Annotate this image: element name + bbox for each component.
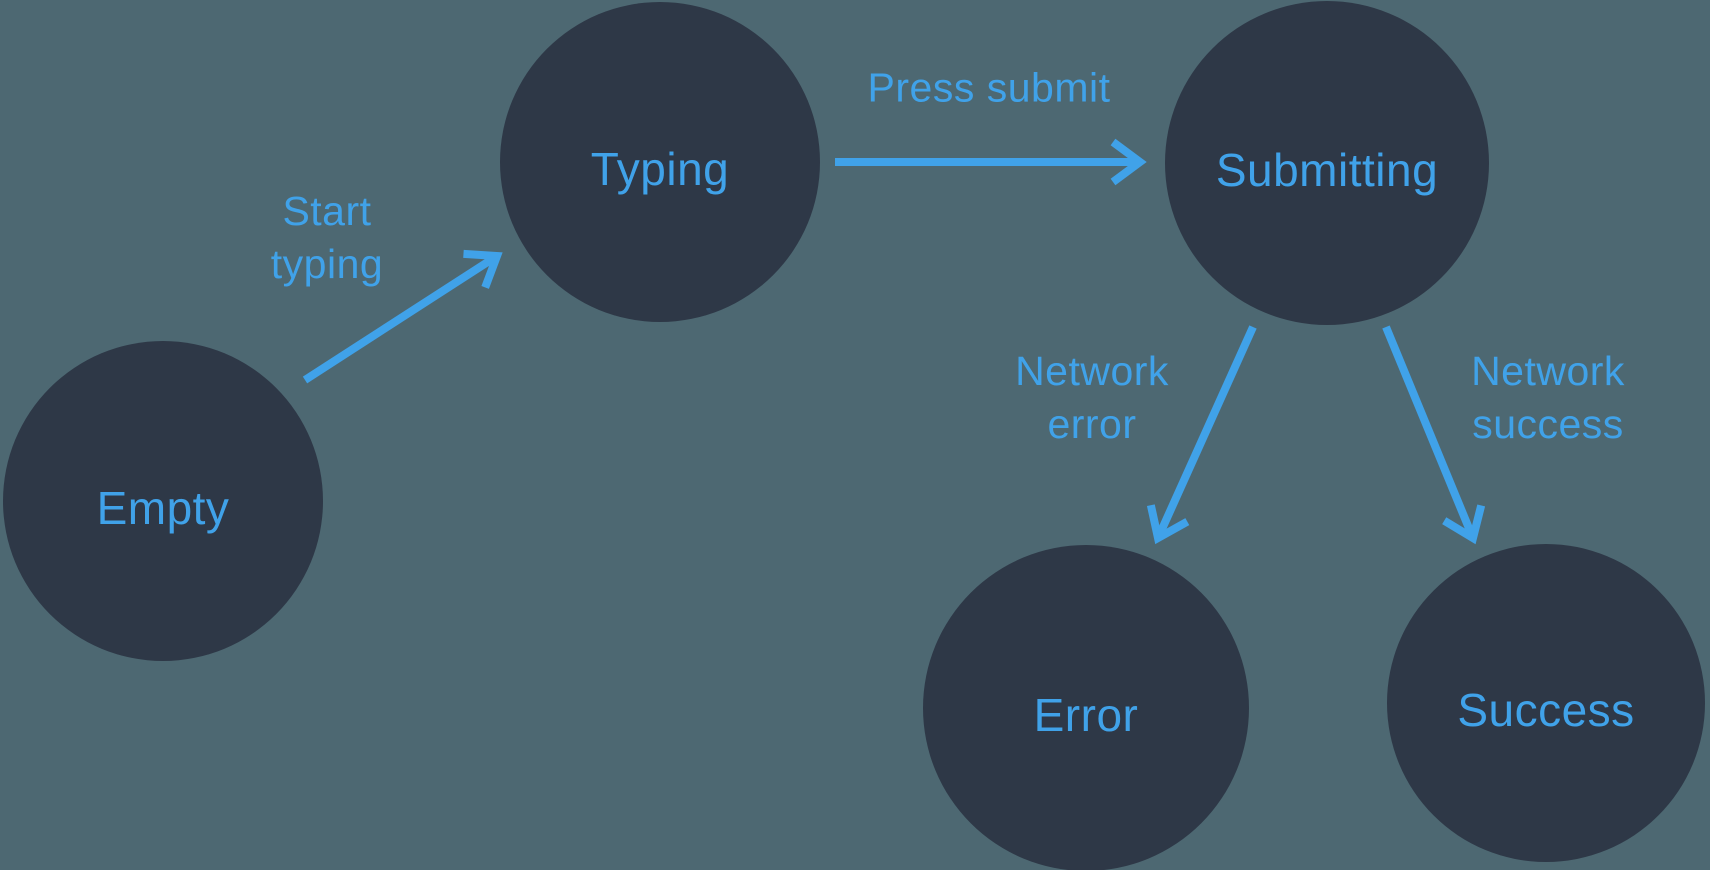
transition-label-network-error: Network error (1015, 345, 1169, 451)
arrowhead-icon (1146, 504, 1190, 545)
transition-arrow-start-typing (302, 252, 500, 384)
state-node-label: Empty (96, 482, 230, 534)
transition-label-network-success: Network success (1471, 345, 1625, 451)
transition-arrow-network-success (1382, 325, 1477, 540)
transition-label-line: Network (1471, 348, 1625, 394)
state-node-label: Error (1033, 689, 1139, 741)
state-node-label: Typing (590, 143, 730, 195)
transition-label-press-submit: Press submit (868, 62, 1111, 115)
transition-label-line: Network (1015, 348, 1169, 394)
transition-label-start-typing: Start typing (271, 185, 383, 291)
arrowhead-icon (1110, 138, 1147, 186)
transition-label-line: error (1047, 401, 1137, 447)
transition-label-line: Press submit (867, 64, 1111, 111)
state-node-label: Success (1457, 684, 1635, 736)
transition-label-line: Start (282, 188, 372, 234)
state-node-label: Submitting (1215, 144, 1439, 196)
state-node-submitting: Submitting (1165, 1, 1489, 325)
arrowhead-icon (463, 249, 503, 289)
state-node-empty: Empty (3, 341, 323, 661)
state-node-typing: Typing (500, 2, 820, 322)
state-node-error: Error (923, 545, 1249, 870)
transition-arrow-network-error (1154, 325, 1257, 540)
arrowhead-icon (1442, 504, 1486, 545)
transition-label-line: typing (270, 241, 384, 287)
transition-label-line: success (1472, 401, 1624, 447)
state-node-success: Success (1387, 544, 1705, 862)
